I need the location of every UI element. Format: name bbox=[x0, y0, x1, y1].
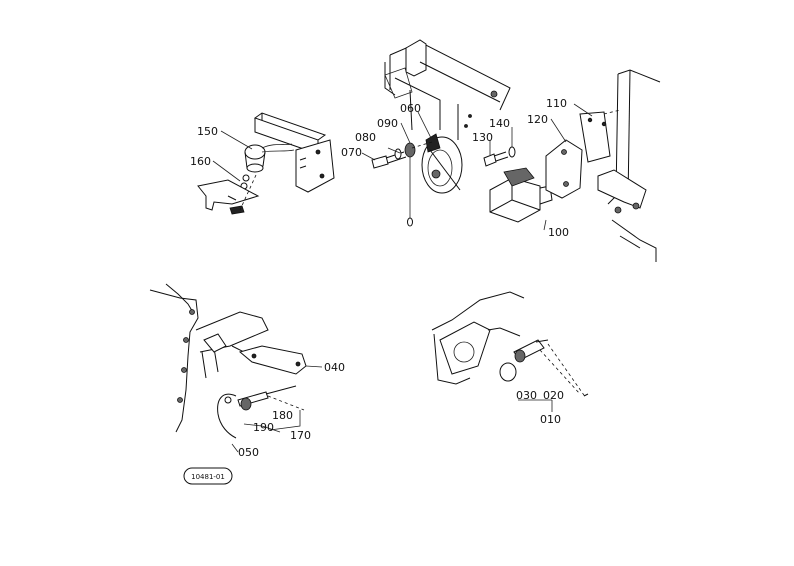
label-090: 090 bbox=[377, 117, 398, 130]
label-130: 130 bbox=[472, 131, 493, 144]
drawing-id: 10481-01 bbox=[191, 473, 225, 481]
label-150: 150 bbox=[197, 125, 218, 138]
label-110: 110 bbox=[546, 97, 567, 110]
label-170: 170 bbox=[290, 429, 311, 442]
label-160: 160 bbox=[190, 155, 211, 168]
label-140: 140 bbox=[489, 117, 510, 130]
sensor-housing-assembly bbox=[431, 291, 589, 412]
regulator-assembly bbox=[489, 69, 661, 262]
housing-sensor-assembly bbox=[149, 283, 323, 453]
label-020: 020 bbox=[543, 389, 564, 402]
label-180: 180 bbox=[272, 409, 293, 422]
frame-and-horn-assembly bbox=[361, 39, 516, 227]
label-100: 100 bbox=[548, 226, 569, 239]
label-060: 060 bbox=[400, 102, 421, 115]
label-010: 010 bbox=[540, 413, 561, 426]
label-050: 050 bbox=[238, 446, 259, 459]
label-080: 080 bbox=[355, 131, 376, 144]
label-190: 190 bbox=[253, 421, 274, 434]
label-030: 030 bbox=[516, 389, 537, 402]
label-070: 070 bbox=[341, 146, 362, 159]
label-040: 040 bbox=[324, 361, 345, 374]
label-120: 120 bbox=[527, 113, 548, 126]
drawing-id-stamp: 10481-01 bbox=[183, 467, 233, 485]
switch-bracket-assembly bbox=[197, 112, 335, 215]
